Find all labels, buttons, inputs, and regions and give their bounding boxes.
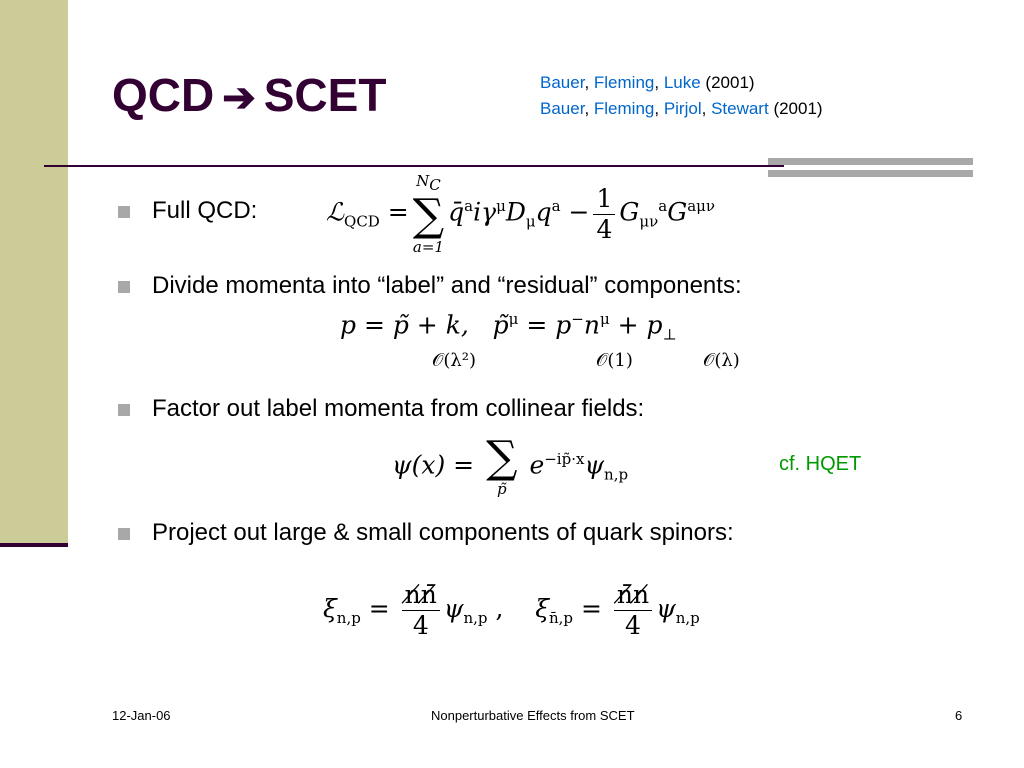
title-left: QCD	[112, 69, 215, 121]
left-sidebar-decoration	[0, 0, 68, 545]
eq-lhs: ℒ	[326, 197, 345, 227]
eq-xi: ξ	[535, 594, 549, 623]
sigma-symbol: ∑	[486, 432, 518, 483]
eq-equals: =	[580, 594, 602, 623]
order-label: 𝒪(λ²)	[432, 350, 477, 371]
eq-q: q	[535, 197, 552, 227]
eq-sub-perp: ⊥	[662, 325, 677, 344]
bullet-marker	[118, 404, 130, 416]
eq-psi-lhs: ψ(x) =	[392, 450, 475, 480]
footer-date: 12-Jan-06	[112, 708, 171, 723]
frac-num: 1	[593, 184, 616, 215]
eq-xi-sub: n,p	[336, 609, 361, 627]
eq-equals: =	[379, 197, 409, 227]
arrow-right-icon: ➔	[222, 76, 256, 120]
sigma-symbol: ∑	[412, 190, 445, 241]
footer-page-number: 6	[955, 708, 963, 723]
bullet-factor-out: Factor out label momenta from collinear …	[152, 395, 645, 422]
frac-num: n̸n̸̄	[401, 580, 440, 611]
bullet-divide-momenta: Divide momenta into “label” and “residua…	[152, 272, 742, 299]
eq-psi: ψ	[656, 594, 676, 623]
eq-n: n	[583, 310, 600, 340]
title-right: SCET	[263, 69, 387, 121]
fraction: n̸n̸̄4	[401, 580, 440, 641]
frac-den: 4	[596, 214, 613, 244]
eq-exp-base: e	[529, 450, 545, 480]
eq-ptilde: p̃	[492, 310, 509, 340]
eq-p-perp: + p	[617, 310, 663, 340]
sum-lower: a=1	[412, 238, 444, 256]
eq-psi-sub: n,p	[675, 609, 700, 627]
title-rule-bar-bottom	[768, 170, 973, 177]
eq-g1: G	[619, 197, 640, 227]
bullet-marker	[118, 281, 130, 293]
eq-psi-sub: n,p	[463, 609, 488, 627]
reference-year: (2001)	[705, 73, 755, 92]
eq-sup-mu-2: μ	[599, 310, 610, 328]
eq-exp-power: −ip̃·x	[544, 450, 585, 469]
order-label: 𝒪(λ)	[703, 350, 740, 371]
author-link[interactable]: Luke	[663, 73, 701, 92]
sum-upper-text: N	[416, 172, 430, 190]
eq-xi: ξ	[323, 594, 337, 623]
eq-psi: ψ	[443, 594, 464, 623]
bullet-marker	[118, 206, 130, 218]
frac-den: 4	[412, 611, 429, 640]
sum-upper: NC	[413, 172, 444, 194]
eq-d: D	[505, 197, 526, 227]
sum-block: NC∑a=1	[413, 172, 444, 256]
reference-year: (2001)	[773, 99, 823, 118]
author-link[interactable]: Bauer	[540, 99, 585, 118]
frac-num: n̸̄n̸	[613, 580, 653, 611]
eq-qbar: q̄	[448, 197, 465, 227]
eq-equals: =	[368, 594, 390, 623]
slide-title: QCD➔SCET	[112, 68, 386, 122]
author-link[interactable]: Pirjol	[663, 99, 702, 118]
author-link[interactable]: Fleming	[593, 99, 655, 118]
reference-line-1: Bauer, Fleming, Luke (2001)	[540, 73, 755, 92]
eq-sup-mu: μ	[508, 310, 519, 328]
footer-title: Nonperturbative Effects from SCET	[431, 708, 635, 723]
eq-igamma: iγ	[473, 197, 497, 227]
eq-lhs-sub: QCD	[344, 212, 380, 231]
author-link[interactable]: Fleming	[593, 73, 655, 92]
equation-collinear-field: ψ(x) = ∑p̃ e−ip̃·xψn,p	[392, 432, 629, 499]
equation-momentum-split: p = p̃ + k, p̃μ = p−nμ + p⊥	[340, 310, 677, 343]
reference-line-2: Bauer, Fleming, Pirjol, Stewart (2001)	[540, 99, 823, 118]
title-rule	[44, 165, 784, 167]
frac-den: 4	[625, 611, 641, 640]
eq-sup-minus: −	[571, 310, 584, 328]
title-rule-bar-top	[768, 158, 973, 165]
eq-minus: −	[568, 197, 590, 227]
eq-xi-sub: n̄,p	[549, 609, 574, 627]
sum-lower: p̃	[496, 480, 507, 498]
order-label: 𝒪(1)	[596, 350, 633, 371]
bullet-marker	[118, 528, 130, 540]
references: Bauer, Fleming, Luke (2001) Bauer, Flemi…	[540, 70, 823, 122]
fraction: n̸̄n̸4	[613, 580, 653, 641]
eq-p-minus: = p	[526, 310, 572, 340]
sum-block: ∑p̃	[486, 432, 518, 499]
bullet-full-qcd: Full QCD:	[152, 197, 258, 224]
eq-g2: G	[667, 197, 688, 227]
author-link[interactable]: Bauer	[540, 73, 585, 92]
eq-psi-sub: n,p	[604, 465, 629, 484]
eq-comma: ,	[495, 594, 504, 623]
author-link[interactable]: Stewart	[711, 99, 769, 118]
eq-psi: ψ	[584, 450, 605, 480]
sidebar-accent-bar	[0, 543, 68, 547]
sum-upper-sub: C	[429, 176, 441, 194]
bullet-project-out: Project out large & small components of …	[152, 519, 734, 546]
cf-hqet-note: cf. HQET	[779, 453, 862, 475]
eq-p-split: p = p̃ + k,	[340, 310, 469, 340]
